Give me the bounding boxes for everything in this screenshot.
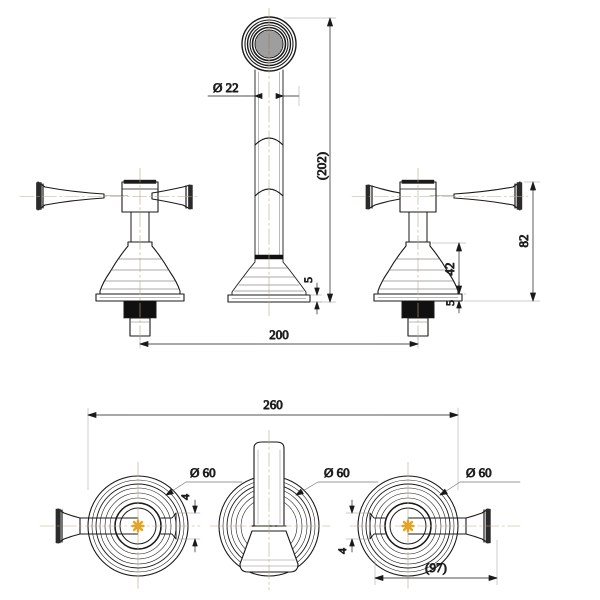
dim-flange-thickness-left [309,282,323,315]
left-handle-plan [39,461,201,591]
dim-rosette-diameter-centre [295,481,379,496]
right-handle-plan [349,461,521,591]
dim-label-rosette-diameter-right: Ø 60 [466,465,492,480]
dim-overall-width [87,407,459,491]
spout-plan [209,429,331,591]
dim-label-flange-thickness-left: 5 [301,277,315,283]
dim-label-spout-height: (202) [314,152,329,180]
dim-label-spout-bore-diameter: Ø 22 [213,80,239,95]
left-handle-elevation [19,167,199,345]
dim-label-overall-width: 260 [263,397,283,412]
dim-label-projection-right: 4 [335,548,349,554]
dim-projection-left [175,499,201,553]
dim-handle-total-height [463,181,541,302]
dim-spout-projection [374,539,498,586]
right-handle-elevation [351,167,529,345]
dim-label-spout-projection: (97) [425,560,447,575]
dim-flange-thickness-right [456,281,462,314]
dim-label-projection-left: 4 [178,494,192,500]
dim-label-rosette-diameter-left: Ø 60 [190,465,216,480]
dim-handle-centres [139,335,419,349]
dim-label-flange-thickness-right: 5 [443,300,457,306]
dim-spout-bore-diameter [207,85,300,107]
dim-rosette-diameter-left [165,481,243,496]
dim-projection-right [345,499,371,553]
dim-label-handle-body-height: 42 [442,263,457,276]
spout-column [254,69,284,259]
dim-rosette-diameter-right [439,481,521,496]
dim-label-handle-total-height: 82 [516,235,531,248]
dim-label-handle-centres: 200 [269,327,289,342]
dim-label-rosette-diameter-centre: Ø 60 [324,465,350,480]
